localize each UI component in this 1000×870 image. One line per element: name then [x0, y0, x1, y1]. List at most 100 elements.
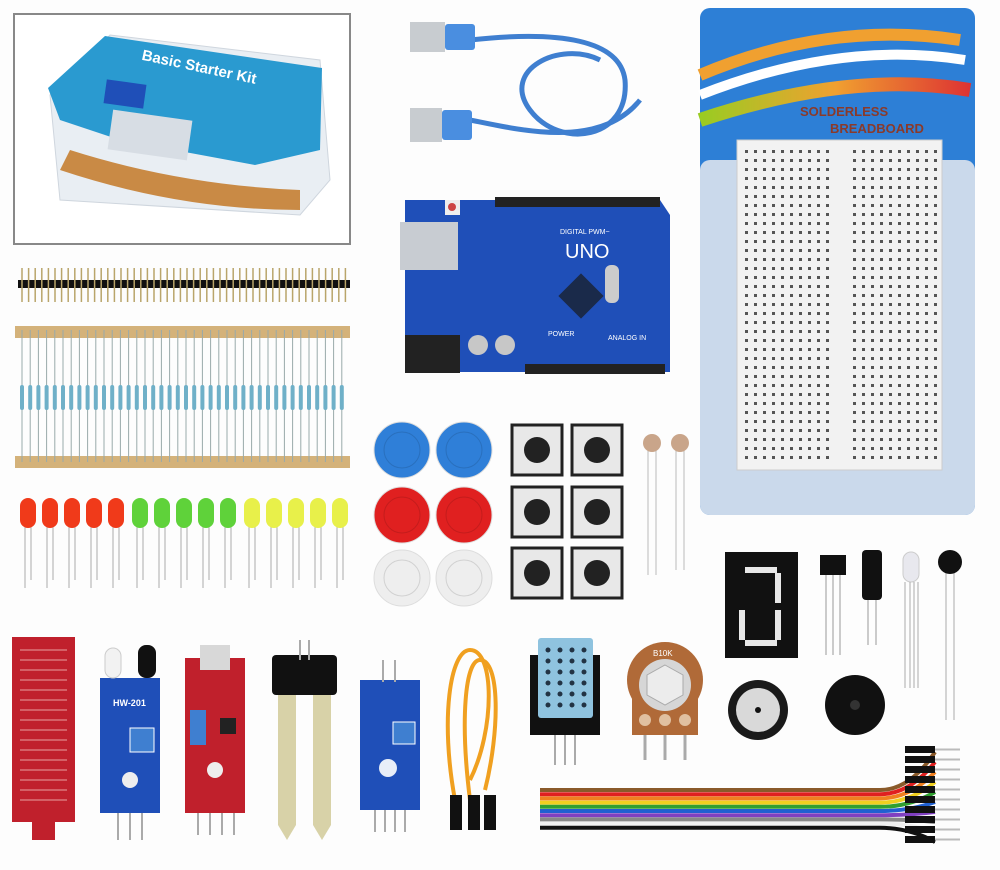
- breadboard-hole: [772, 420, 775, 423]
- breadboard-hole: [808, 429, 811, 432]
- breadboard-hole: [817, 222, 820, 225]
- breadboard-hole: [853, 276, 856, 279]
- breadboard-hole: [934, 195, 937, 198]
- breadboard-hole: [790, 420, 793, 423]
- led: [220, 498, 236, 528]
- breadboard-hole: [799, 366, 802, 369]
- breadboard-hole: [916, 384, 919, 387]
- breadboard-hole: [889, 249, 892, 252]
- breadboard-hole: [817, 168, 820, 171]
- resistor: [282, 385, 287, 410]
- button-cap-inner: [383, 496, 421, 534]
- breadboard-hole: [799, 393, 802, 396]
- breadboard-hole: [880, 213, 883, 216]
- breadboard-hole: [907, 339, 910, 342]
- breadboard-hole: [853, 195, 856, 198]
- breadboard-hole: [772, 168, 775, 171]
- breadboard-hole: [826, 384, 829, 387]
- breadboard-hole: [934, 447, 937, 450]
- breadboard-hole: [925, 303, 928, 306]
- dht-vent: [557, 669, 563, 675]
- breadboard-hole: [817, 411, 820, 414]
- breadboard-hole: [862, 267, 865, 270]
- breadboard-hole: [853, 420, 856, 423]
- dht-vent: [581, 669, 587, 675]
- breadboard-hole: [754, 357, 757, 360]
- breadboard-hole: [781, 276, 784, 279]
- breadboard-hole: [772, 150, 775, 153]
- breadboard-hole: [799, 384, 802, 387]
- breadboard-hole: [871, 258, 874, 261]
- breadboard-hole: [808, 249, 811, 252]
- breadboard-hole: [826, 402, 829, 405]
- dht-vent: [545, 658, 551, 664]
- breadboard-hole: [808, 420, 811, 423]
- breadboard-hole: [772, 186, 775, 189]
- breadboard-hole: [862, 150, 865, 153]
- breadboard-hole: [889, 456, 892, 459]
- breadboard-hole: [934, 411, 937, 414]
- breadboard-hole: [889, 321, 892, 324]
- breadboard-hole: [799, 177, 802, 180]
- breadboard-hole: [745, 303, 748, 306]
- resistor: [233, 385, 238, 410]
- breadboard-hole: [871, 429, 874, 432]
- dht-vent: [557, 647, 563, 653]
- breadboard-hole: [925, 411, 928, 414]
- tactile-button-knob: [524, 437, 550, 463]
- breadboard-hole: [925, 357, 928, 360]
- ribbon-wire: [540, 825, 936, 844]
- breadboard-hole: [898, 204, 901, 207]
- breadboard-hole: [898, 339, 901, 342]
- analog-in-label: ANALOG IN: [608, 335, 646, 342]
- button-cap-inner: [383, 559, 421, 597]
- breadboard-hole: [898, 249, 901, 252]
- dht-vent: [569, 702, 575, 708]
- reset-button: [448, 203, 456, 211]
- breadboard-hole: [898, 384, 901, 387]
- breadboard-hole: [934, 267, 937, 270]
- active-buzzer: [728, 680, 788, 740]
- breadboard-hole: [799, 258, 802, 261]
- breadboard-hole: [763, 393, 766, 396]
- breadboard-hole: [781, 195, 784, 198]
- breadboard-hole: [907, 294, 910, 297]
- breadboard-hole: [862, 294, 865, 297]
- breadboard-hole: [871, 231, 874, 234]
- breadboard-hole: [880, 447, 883, 450]
- breadboard-hole: [754, 186, 757, 189]
- breadboard-hole: [745, 213, 748, 216]
- breadboard-hole: [862, 357, 865, 360]
- breadboard-hole: [808, 231, 811, 234]
- breadboard-hole: [817, 186, 820, 189]
- breadboard-hole: [817, 375, 820, 378]
- breadboard-hole: [826, 204, 829, 207]
- breadboard-hole: [745, 429, 748, 432]
- breadboard-hole: [916, 267, 919, 270]
- breadboard-hole: [934, 366, 937, 369]
- breadboard-hole: [853, 222, 856, 225]
- breadboard-hole: [916, 276, 919, 279]
- breadboard-hole: [754, 447, 757, 450]
- led: [42, 498, 58, 528]
- breadboard-hole: [772, 303, 775, 306]
- led: [176, 498, 192, 528]
- breadboard-hole: [889, 159, 892, 162]
- breadboard-hole: [898, 150, 901, 153]
- breadboard-hole: [916, 411, 919, 414]
- breadboard-hole: [790, 276, 793, 279]
- breadboard-hole: [772, 231, 775, 234]
- breadboard-hole: [889, 366, 892, 369]
- breadboard-hole: [790, 168, 793, 171]
- breadboard-hole: [817, 240, 820, 243]
- breadboard-hole: [853, 357, 856, 360]
- breadboard-hole: [934, 375, 937, 378]
- dupont-connector: [905, 806, 935, 813]
- breadboard-hole: [781, 411, 784, 414]
- breadboard-hole: [781, 429, 784, 432]
- breadboard-hole: [889, 168, 892, 171]
- dht-vent: [557, 680, 563, 686]
- resistor: [61, 385, 65, 410]
- breadboard-hole: [745, 420, 748, 423]
- breadboard-hole: [772, 294, 775, 297]
